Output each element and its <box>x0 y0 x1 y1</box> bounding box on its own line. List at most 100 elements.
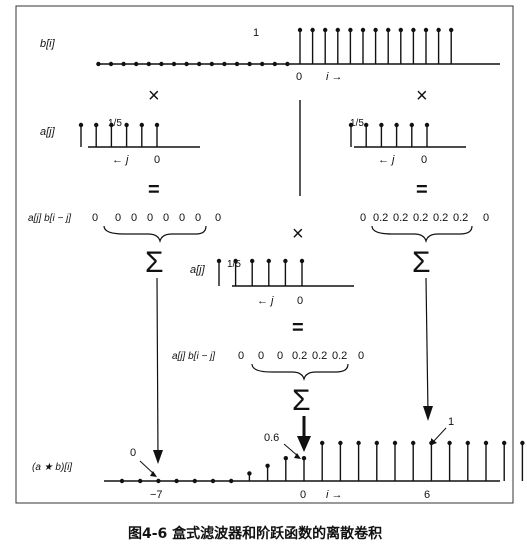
left-product-value: 0 <box>179 212 185 224</box>
middle-box-point <box>299 258 305 264</box>
right-box-point <box>409 122 414 128</box>
times-right: × <box>416 85 428 107</box>
left-box-point <box>139 122 144 128</box>
middle-product-brace <box>251 363 349 382</box>
middle-box-point <box>266 258 271 264</box>
left-product-value: 0 <box>115 212 121 224</box>
middle-box-point <box>233 258 238 264</box>
middle-product-value: 0.2 <box>332 350 347 362</box>
right-box-height-label: 1/5 <box>350 118 364 129</box>
result-point <box>374 440 379 446</box>
right-product-value: 0.2 <box>393 212 408 224</box>
left-product-value: 0 <box>92 212 98 224</box>
right-product-value: 0.2 <box>373 212 388 224</box>
top-step-point <box>108 61 114 67</box>
right-product-brace <box>371 225 473 244</box>
result-point <box>338 440 343 446</box>
result-tick-six: 6 <box>424 489 430 501</box>
top-step-point <box>386 27 391 33</box>
result-annot-mid: 0.6 <box>264 432 279 444</box>
left-product-label: a[j] b[i − j] <box>28 213 71 224</box>
result-point <box>356 440 361 446</box>
right-product-value: 0 <box>360 212 366 224</box>
down-arrow-middle <box>297 416 311 452</box>
result-tick-neg7: −7 <box>150 489 163 501</box>
right-product-value: 0.2 <box>453 212 468 224</box>
result-annot-zero-arrowhead <box>150 471 157 477</box>
equals-left: = <box>148 179 160 201</box>
result-annot-one-arrow <box>432 427 447 443</box>
top-step-point <box>159 61 164 67</box>
sum-right: Σ <box>412 246 431 279</box>
result-annot-zero: 0 <box>130 447 136 459</box>
result-label: (a ★ b)[i] <box>32 462 72 473</box>
result-point <box>283 456 288 461</box>
result-point <box>265 463 270 468</box>
times-left: × <box>148 85 160 107</box>
right-box-point <box>394 122 399 128</box>
middle-product-value: 0.2 <box>292 350 307 362</box>
right-product-value: 0.2 <box>413 212 428 224</box>
top-step-point <box>171 61 177 67</box>
result-point <box>138 478 143 484</box>
left-product-value: 0 <box>215 212 221 224</box>
top-step-point <box>285 61 290 67</box>
result-axis-arrow: i → <box>326 489 343 501</box>
top-step-point <box>423 27 429 33</box>
equals-right: = <box>416 179 428 201</box>
top-step-label: b[i] <box>40 38 56 50</box>
top-step-point <box>184 61 189 67</box>
result-point <box>465 440 470 446</box>
left-product-brace <box>103 225 207 244</box>
sum-middle: Σ <box>292 384 311 417</box>
result-point <box>156 478 161 484</box>
left-product-value: 0 <box>195 212 201 224</box>
result-tick-zero: 0 <box>300 489 306 501</box>
left-box-point <box>124 122 129 128</box>
top-step-point <box>335 27 340 33</box>
result-point <box>210 478 216 484</box>
middle-box-origin-label: 0 <box>297 295 303 307</box>
sum-left: Σ <box>145 246 164 279</box>
left-product-value: 0 <box>131 212 137 224</box>
top-step-point <box>348 27 353 33</box>
result-point <box>229 478 234 484</box>
left-box-point <box>154 122 160 128</box>
result-point <box>192 478 197 484</box>
times-middle: × <box>292 223 304 245</box>
result-point <box>119 478 125 484</box>
middle-box-point <box>283 258 288 264</box>
down-arrow-left <box>153 277 163 464</box>
result-point <box>174 478 179 484</box>
middle-box-label: a[j] <box>190 264 206 276</box>
top-step-point <box>222 61 227 67</box>
left-box-stems <box>78 122 160 147</box>
left-product-value: 0 <box>163 212 169 224</box>
top-step-point <box>260 61 265 67</box>
result-point <box>247 471 252 476</box>
middle-box-point <box>216 258 222 264</box>
top-step-point <box>373 27 378 33</box>
right-product-value: 0.2 <box>433 212 448 224</box>
left-box-point <box>109 122 114 128</box>
middle-product-value: 0 <box>277 350 283 362</box>
middle-product-value: 0 <box>358 350 364 362</box>
top-step-point <box>134 61 139 67</box>
result-stems <box>119 440 525 484</box>
result-point <box>483 440 489 446</box>
result-point <box>392 440 398 446</box>
right-box-point <box>364 122 369 128</box>
middle-product-value: 0 <box>258 350 264 362</box>
left-box-axis-arrow: ← j <box>112 154 129 166</box>
top-step-point <box>323 27 328 33</box>
left-product-value: 0 <box>147 212 153 224</box>
middle-box-point <box>250 258 255 264</box>
left-box-height-label: 1/5 <box>108 118 122 129</box>
top-step-point <box>436 27 441 33</box>
middle-product-value: 0 <box>238 350 244 362</box>
left-box-point <box>94 122 99 128</box>
top-step-point <box>398 27 403 33</box>
right-box-point <box>348 122 354 128</box>
right-box-origin-label: 0 <box>421 154 427 166</box>
